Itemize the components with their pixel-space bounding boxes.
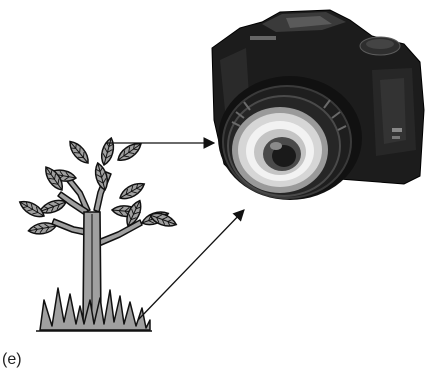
arrow-bottom [138,210,244,320]
panel-label: (e) [2,350,22,370]
tree-icon [17,137,178,331]
camera-icon [212,10,424,200]
